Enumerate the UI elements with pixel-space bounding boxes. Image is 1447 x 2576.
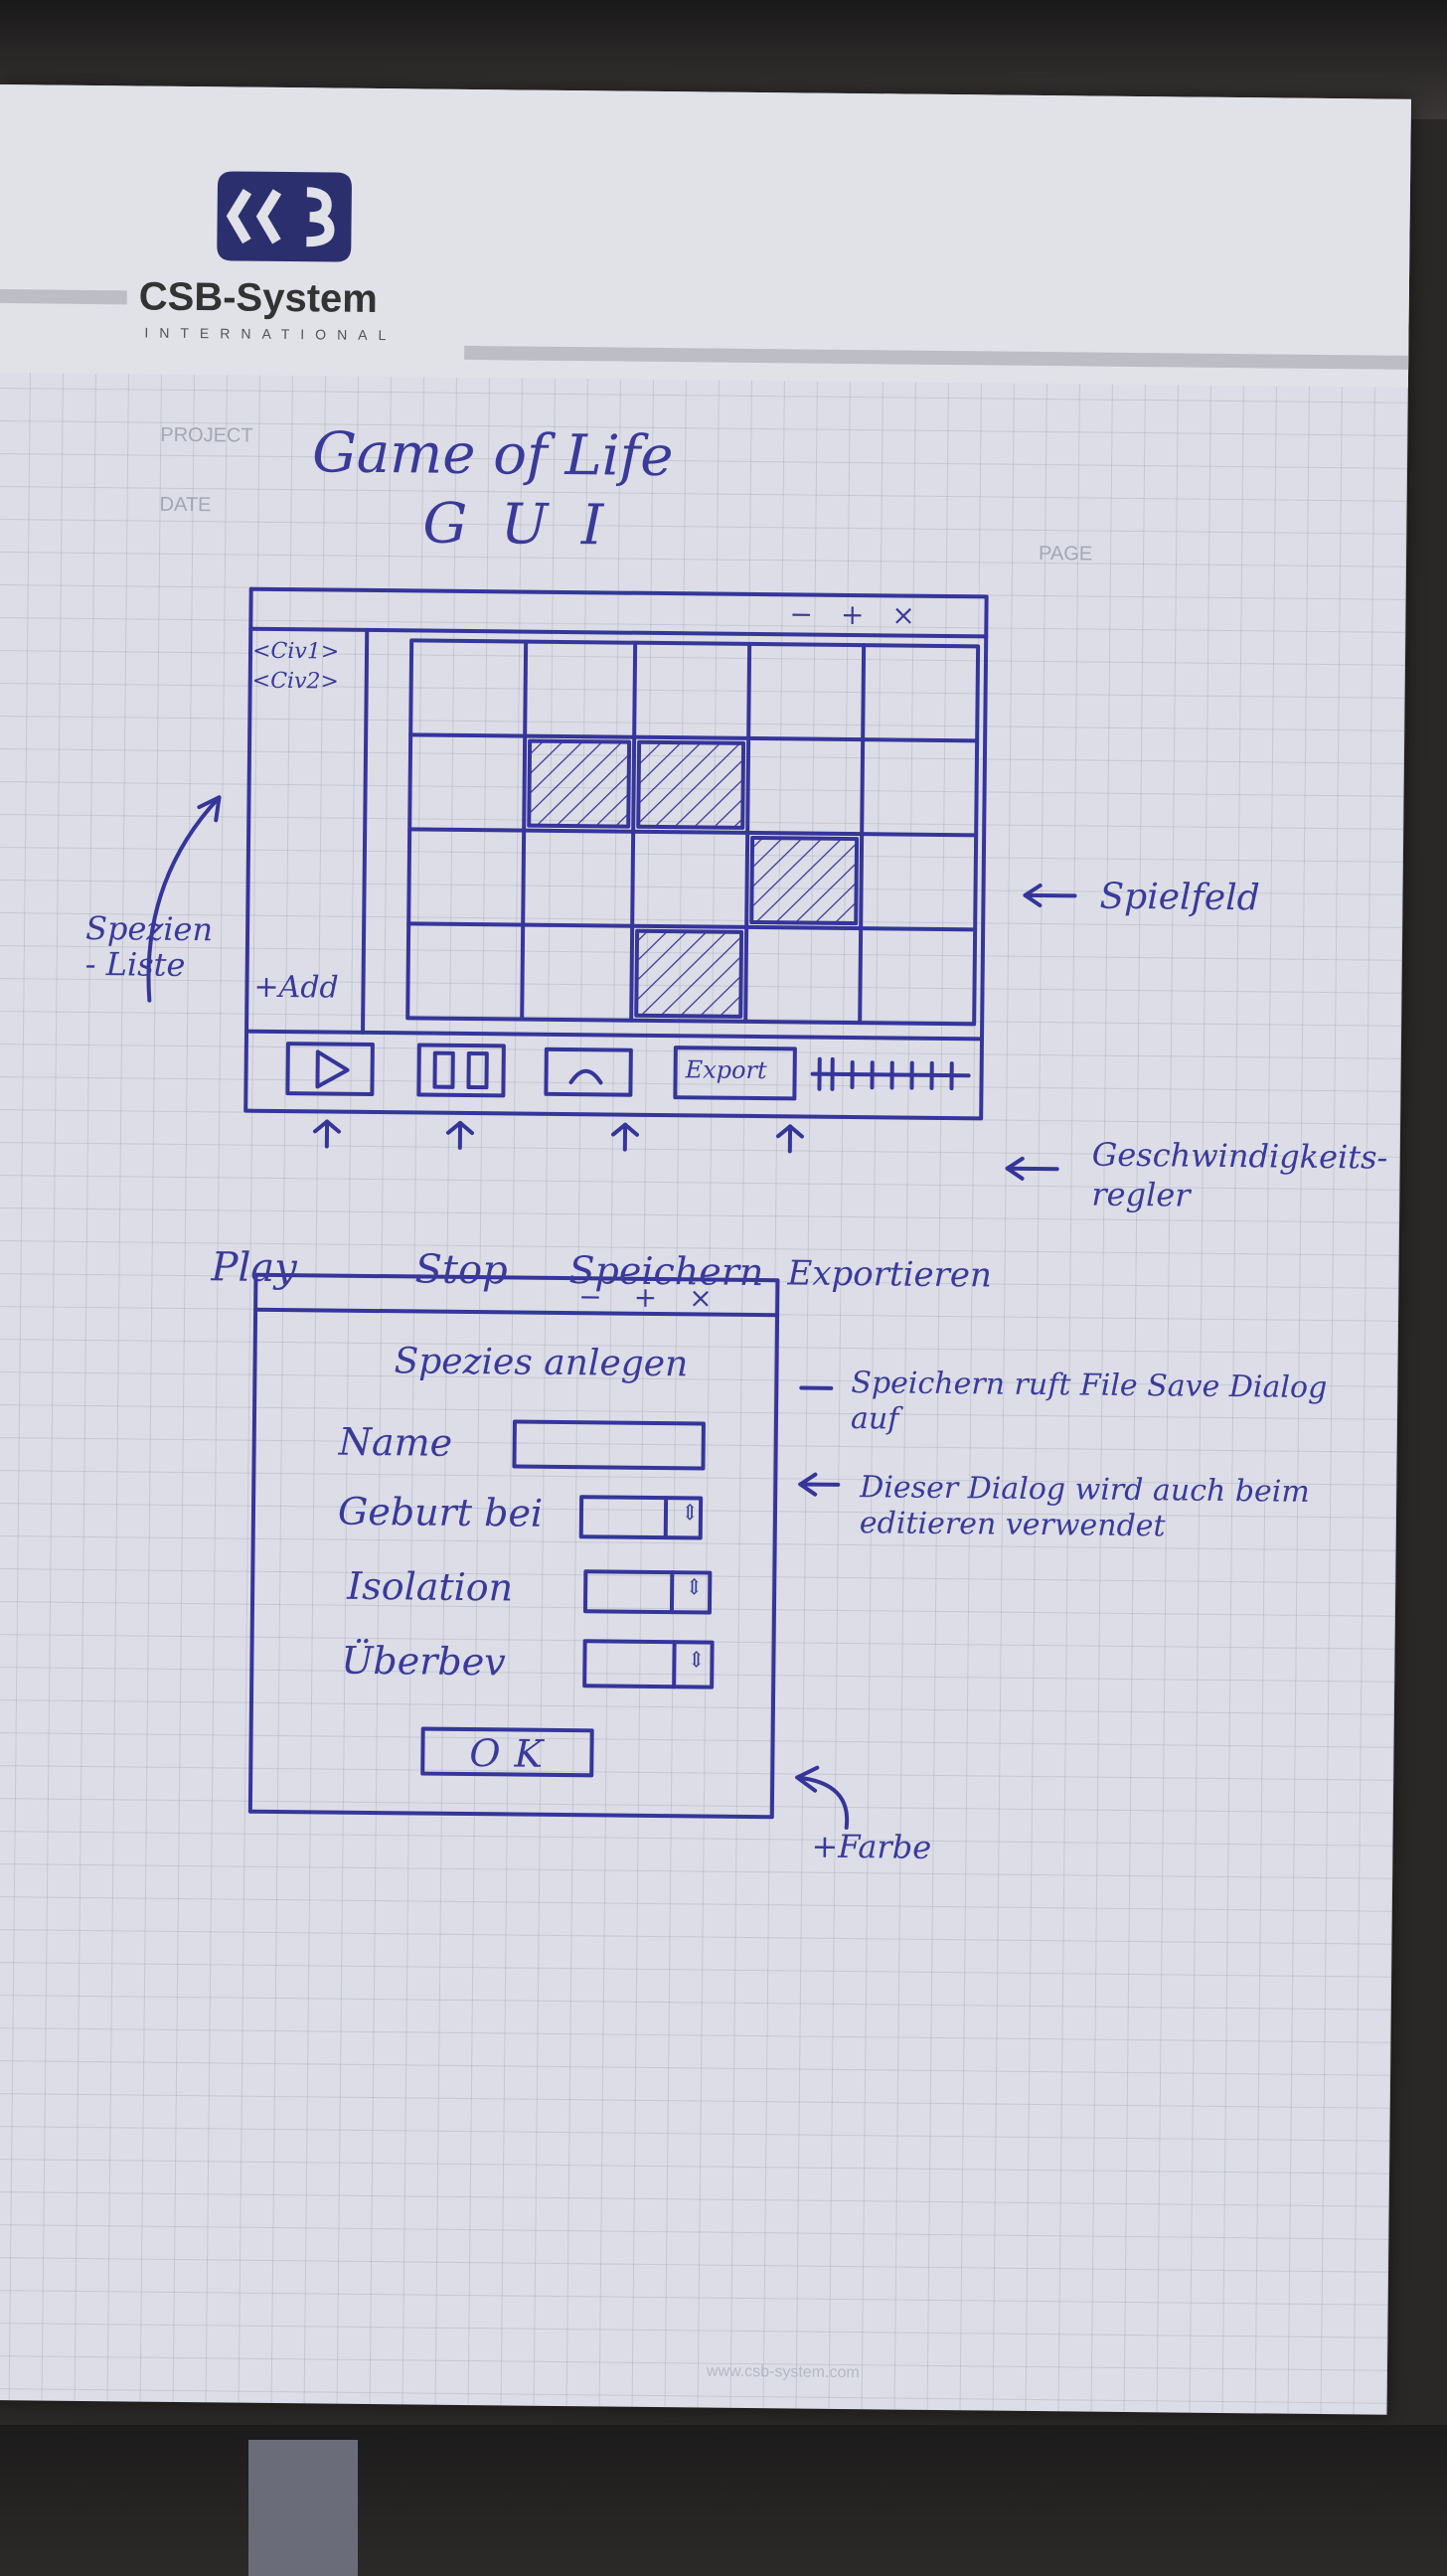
main-window-frame [243, 586, 989, 1121]
field-label-name: Name [338, 1419, 453, 1465]
annotation-speed-slider: Geschwindigkeits- regler [1091, 1135, 1388, 1214]
arrow-head [197, 795, 222, 823]
add-species-button: +Add [253, 969, 339, 1006]
annotation-playfield: Spielfeld [1099, 876, 1260, 919]
grid-line [406, 921, 978, 932]
arrow-head [1005, 1156, 1025, 1181]
minimize-icon: − [789, 597, 842, 631]
arrow-head [798, 1472, 818, 1497]
dialog-frame [247, 1272, 780, 1820]
desk-background-bottom [0, 2425, 1447, 2576]
dialog-titlebar-line [253, 1307, 780, 1318]
dialog-title: Spezies anlegen [394, 1341, 689, 1385]
spinner-arrows-icon: ⇕ [680, 1501, 700, 1527]
species-list-divider [361, 627, 370, 1035]
name-input-sketch [512, 1419, 706, 1471]
ueberbev-spinner-sketch [582, 1639, 715, 1690]
note-save-dialog: Speichern ruft File Save Dialog auf [850, 1366, 1328, 1437]
csb-logo-icon [217, 171, 352, 262]
maximize-icon: + [840, 597, 892, 632]
note-color: +Farbe [811, 1827, 932, 1866]
maximize-icon: + [633, 1280, 690, 1315]
export-button-sketch [673, 1046, 797, 1101]
main-window-titlebar-line [248, 626, 989, 639]
annotation-arrows [146, 795, 1077, 1181]
dialog-window-sketch [247, 1272, 850, 1831]
dialog-window-controls: −+× [578, 1280, 744, 1315]
field-label-geburt: Geburt bei [337, 1489, 544, 1535]
geburt-spinner-sketch [578, 1495, 704, 1540]
desk-object [248, 2440, 358, 2576]
play-icon [315, 1049, 350, 1089]
export-button-label: Export [685, 1055, 767, 1085]
playfield-cell-alive [634, 928, 744, 1019]
annotation-species-list: Spezien - Liste [84, 908, 214, 984]
arrow-head [775, 1124, 804, 1139]
arrow-head [445, 1120, 474, 1136]
grid-line [407, 827, 979, 838]
annotation-stop: Stop [414, 1246, 508, 1294]
main-window-sketch [243, 586, 989, 1121]
arrow-head [1023, 884, 1043, 908]
close-icon: × [689, 1281, 744, 1315]
species-list-item-1: <Civ1> [251, 638, 340, 665]
main-window-controls: −+× [789, 597, 943, 632]
arrow-species-list [146, 795, 222, 1003]
isolation-spinner-sketch [582, 1569, 713, 1615]
arrow-head [795, 1765, 820, 1793]
spinner-arrows-icon: ⇕ [687, 1648, 706, 1674]
field-label-ueberbev: Überbev [341, 1638, 506, 1685]
save-button-sketch [544, 1046, 633, 1097]
ok-button-sketch [420, 1726, 594, 1778]
spinner-arrows-icon: ⇕ [685, 1575, 704, 1601]
arrow-speed-slider [1005, 1166, 1059, 1172]
ok-button-label: OK [469, 1731, 558, 1776]
field-label-isolation: Isolation [346, 1563, 514, 1610]
note-edit-dialog: Dieser Dialog wird auch beim editieren v… [859, 1470, 1311, 1544]
pause-icon-bar [466, 1050, 489, 1090]
save-icon [568, 1068, 603, 1085]
arrow-playfield [1023, 892, 1077, 898]
close-icon: × [891, 598, 944, 632]
arrow-head [312, 1119, 341, 1134]
stop-button-sketch [416, 1043, 506, 1098]
sketch-ink-drawing [146, 586, 1077, 1831]
arrow-color-note [795, 1775, 850, 1831]
minimize-icon: − [578, 1280, 634, 1314]
annotation-export: Exportieren [787, 1253, 993, 1296]
arrow-head [610, 1122, 639, 1137]
toolbar-divider [244, 1029, 984, 1042]
play-button-sketch [285, 1042, 375, 1096]
grid-line [408, 732, 980, 743]
graph-paper-sheet: CSB-System INTERNATIONAL PROJECT DATE PA… [0, 84, 1411, 2415]
playfield-cell-alive [527, 738, 632, 829]
species-list-item-2: <Civ2> [251, 668, 340, 695]
playfield-cell-alive [636, 739, 746, 830]
pause-icon-bar [432, 1050, 455, 1089]
footer-website: www.csb-system.com [706, 2362, 860, 2382]
annotation-play: Play [211, 1244, 297, 1292]
playfield-cell-alive [749, 835, 860, 926]
